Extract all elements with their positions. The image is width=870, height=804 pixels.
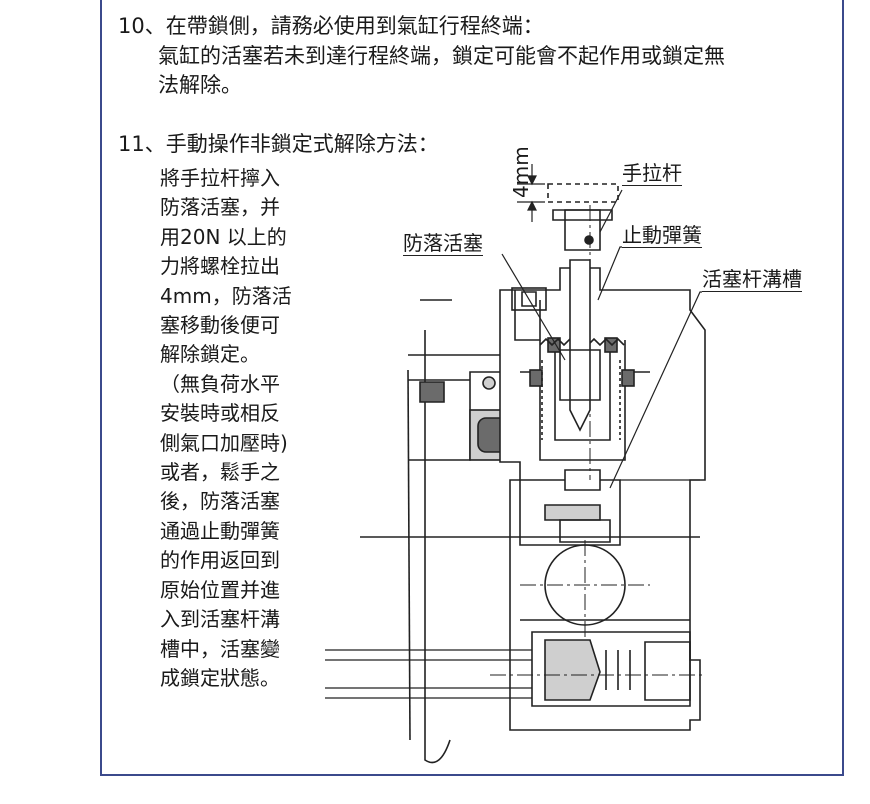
description-line: 防落活塞，并 xyxy=(160,195,280,220)
section11-heading: 11、手動操作非鎖定式解除方法： xyxy=(118,132,439,156)
section10-body-line1: 氣缸的活塞若未到達行程終端，鎖定可能會不起作用或鎖定無 xyxy=(158,44,725,68)
description-line: 側氣口加壓時) xyxy=(160,430,288,455)
description-line: 原始位置并進 xyxy=(160,577,280,602)
description-line: 成鎖定狀態。 xyxy=(160,665,280,690)
description-line: 解除鎖定。 xyxy=(160,342,260,367)
description-line: 將手拉杆擰入 xyxy=(160,166,280,190)
description-line: 用20N 以上的 xyxy=(160,224,287,249)
description-line: （無負荷水平 xyxy=(160,371,280,396)
dimension-4mm-label: 4mm xyxy=(509,146,533,198)
section10-heading: 10、在帶鎖側，請務必使用到氣缸行程終端： xyxy=(118,14,544,38)
label-drop-piston: 防落活塞 xyxy=(403,231,483,256)
description-line: 通過止動彈簧 xyxy=(160,518,280,543)
section10-body-line2: 法解除。 xyxy=(158,73,242,97)
description-line: 或者，鬆手之 xyxy=(160,460,280,485)
description-line: 後，防落活塞 xyxy=(160,489,280,514)
label-hand-lever: 手拉杆 xyxy=(622,161,682,186)
content-frame xyxy=(100,0,844,776)
description-line: 槽中，活塞變 xyxy=(160,636,280,661)
description-line: 塞移動後便可 xyxy=(160,313,280,338)
label-rod-groove: 活塞杆溝槽 xyxy=(702,267,802,292)
description-line: 入到活塞杆溝 xyxy=(160,607,280,632)
section11-description: 將手拉杆擰入 防落活塞，并 用20N 以上的 力將螺栓拉出 4mm，防落活 塞移… xyxy=(160,164,292,693)
description-line: 的作用返回到 xyxy=(160,548,280,573)
description-line: 安裝時或相反 xyxy=(160,401,280,426)
description-line: 力將螺栓拉出 xyxy=(160,254,280,279)
label-stop-spring: 止動彈簧 xyxy=(622,223,702,248)
description-line: 4mm，防落活 xyxy=(160,283,292,308)
